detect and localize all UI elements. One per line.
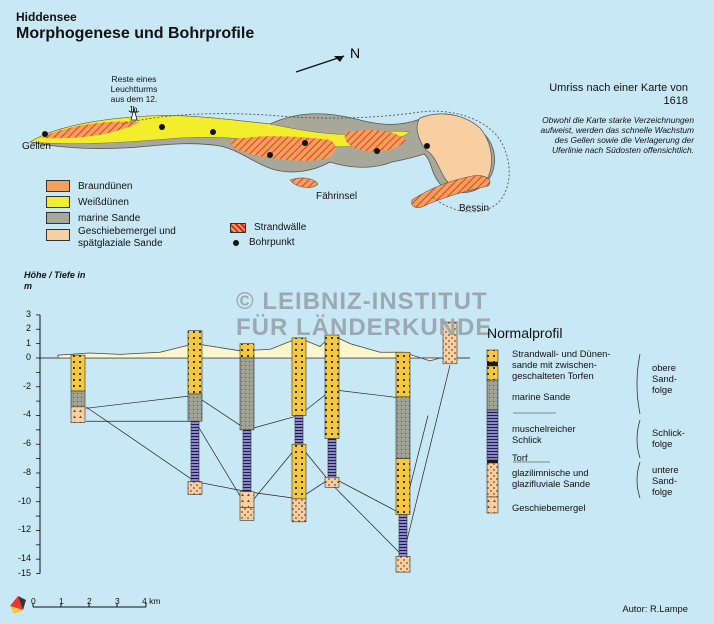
scale-2: 2 (87, 596, 92, 606)
legend-weissduenen: Weißdünen (46, 196, 129, 208)
borehole-layer-marine (239, 357, 255, 431)
borehole-layer-strand (291, 337, 307, 416)
correlation-line (86, 365, 451, 557)
borehole-layer-schlick (398, 514, 408, 557)
svg-text:N: N (350, 45, 360, 61)
normalprofil-title: Normalprofil (487, 325, 563, 341)
borehole-layer-marine (70, 390, 86, 408)
borehole-layer-strand (70, 354, 86, 392)
y-tick-label: 1 (25, 337, 31, 348)
y-tick-label: -12 (17, 524, 31, 535)
borehole-layer-strand (187, 330, 203, 395)
borehole-layer-schlick (242, 429, 252, 492)
group-schlick: Schlick-folge (652, 427, 685, 449)
borehole-layer-glazi (187, 481, 203, 495)
borehole-layer-marine (187, 393, 203, 422)
borehole-layer-glazi (291, 498, 307, 523)
legend-strandwaelle: Strandwälle (230, 222, 306, 233)
borehole-layer-strand (239, 343, 255, 359)
scale-0: 0 (31, 596, 36, 606)
correlation-line (85, 389, 404, 431)
scale-3: 3 (115, 596, 120, 606)
watermark: © LEIBNIZ-INSTITUT FÜR LÄNDERKUNDE (236, 288, 493, 341)
borehole-layer-schlick (190, 420, 200, 482)
profile-section (36, 314, 470, 574)
map-bohrpunkte (42, 124, 430, 158)
borehole-layer-schlick (294, 415, 304, 445)
scale-1: 1 (59, 596, 64, 606)
np-marine-sande: marine Sande (512, 391, 571, 402)
y-tick-label: 3 (25, 308, 31, 319)
braunduenen-area (40, 121, 140, 139)
faehrinsel (289, 177, 319, 188)
legend-geschiebemergel: Geschiebemergel und spätglaziale Sande (46, 226, 218, 250)
y-tick-label: -14 (17, 553, 31, 564)
place-gellen: Gellen (22, 141, 51, 152)
group-untere: untere Sand-folge (652, 464, 679, 497)
y-tick-label: 2 (25, 323, 31, 334)
correlation-line (85, 406, 429, 516)
borehole-layer-schlick (327, 438, 337, 478)
borehole-layer-strand (395, 458, 411, 515)
map-kicker: Hiddensee (16, 10, 77, 24)
place-bessin: Bessin (459, 203, 490, 214)
borehole-layer-strand (324, 334, 340, 439)
group-obere: obere Sand-folge (652, 362, 678, 395)
borehole-layer-glazi (324, 476, 340, 488)
scale-4: 4 km (142, 596, 161, 606)
author-credit: Autor: R.Lampe (622, 603, 688, 614)
y-tick-label: -2 (22, 380, 31, 391)
profile-axis-title: Höhe / Tiefe in m (24, 270, 86, 291)
strandwall-area (230, 136, 336, 161)
borehole-layer-glazi (239, 507, 255, 521)
np-mergel: Geschiebemergel (512, 502, 586, 513)
borehole-layer-glazi (442, 321, 458, 365)
y-tick-label: -8 (22, 466, 31, 477)
umriss-1618 (121, 110, 510, 213)
strandwall-area-2 (344, 130, 406, 152)
legend-braunduenen: Braundünen (46, 180, 133, 192)
y-tick-label: 0 (25, 352, 31, 362)
place-faehrinsel: Fährinsel (316, 191, 358, 202)
np-strandwall: Strandwall- und Dünen-sande mit zwischen… (512, 348, 611, 381)
np-glazial: glazilimnische und glazifluviale Sande (512, 467, 591, 489)
map-title: Morphogenese und Bohrprofile (16, 25, 255, 42)
y-tick-label: -10 (17, 495, 31, 506)
y-tick-label: -6 (22, 438, 31, 449)
north-arrow-icon: N (295, 45, 360, 73)
ifl-logo-icon (10, 596, 26, 614)
borehole-layer-strand (395, 351, 411, 398)
legend-marine-sande: marine Sande (46, 212, 140, 224)
np-schlick: muschelreicher Schlick (512, 423, 576, 445)
borehole-layer-glazi (395, 556, 411, 573)
y-tick-label: -4 (22, 409, 31, 420)
map-note: Obwohl die Karte starke Verzeichnungen a… (540, 115, 694, 155)
y-tick-label: -15 (17, 567, 31, 578)
borehole-layer-mergel (239, 491, 255, 508)
normalprofil-column (486, 349, 641, 514)
bessin-hook (411, 175, 491, 208)
borehole-layer-strand (291, 443, 307, 500)
borehole-layer-mergel (70, 406, 86, 423)
lighthouse-label: Reste eines Leuchtturms aus dem 12. Jh. (110, 74, 158, 114)
borehole-layer-marine (395, 396, 411, 459)
np-torf: Torf (512, 452, 528, 463)
lighthouse-icon (130, 107, 138, 121)
scale-bar (32, 603, 147, 608)
legend-bohrpunkt: Bohrpunkt (226, 237, 295, 248)
umriss-label: Umriss nach einer Karte von 1618 (549, 82, 688, 107)
